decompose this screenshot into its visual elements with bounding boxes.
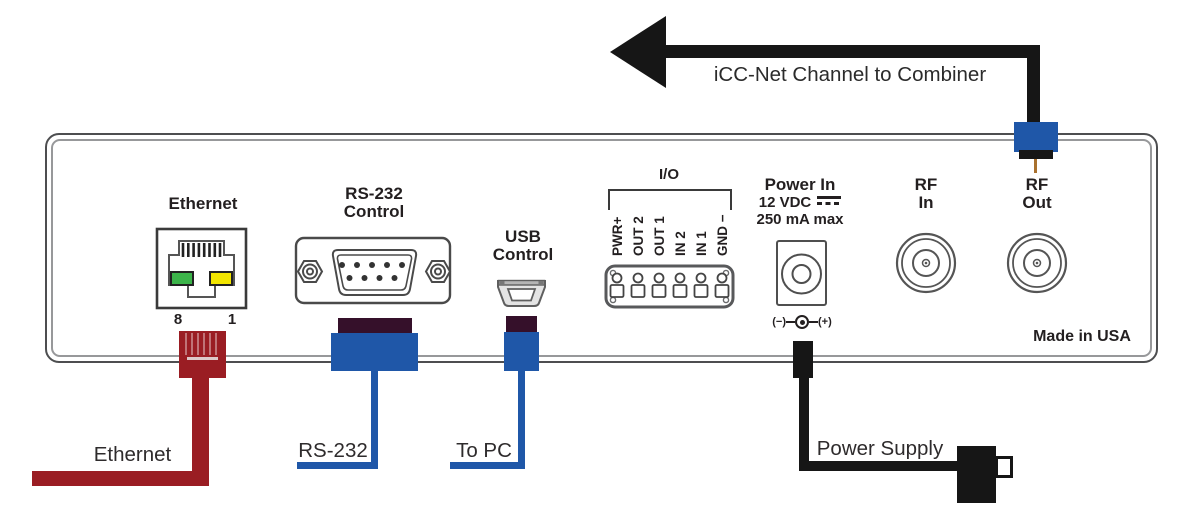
rs232-plug-hood (338, 318, 412, 334)
combiner-arrowhead-icon (610, 16, 666, 88)
combiner-arrow-label: iCC-Net Channel to Combiner (713, 63, 987, 86)
ethernet-plug-pins (185, 333, 220, 355)
usb-plug-hood (506, 316, 537, 333)
rs232-cable-horizontal (297, 462, 378, 469)
combiner-arrow-shaft (660, 45, 1040, 58)
io-terminal-block-icon (604, 264, 735, 309)
power-supply-prong (995, 456, 1013, 478)
power-supply-brick (957, 446, 996, 503)
io-pin-label-gnd: GND − (715, 214, 730, 256)
dc-barrel-jack-icon (776, 240, 827, 306)
usb-cable-vertical (518, 370, 525, 469)
dc-symbol-icon (817, 196, 842, 205)
rf-out-connector-pin (1034, 159, 1037, 173)
ethernet-cable-label: Ethernet (93, 443, 172, 466)
io-pin-label-in1: IN 1 (694, 231, 709, 256)
rj45-port-icon (155, 227, 248, 310)
rs232-cable-label: RS-232 (298, 439, 368, 462)
rf-in-title: RF In (914, 175, 938, 212)
rf-out-connector-base (1019, 150, 1053, 159)
io-pin-label-in2: IN 2 (673, 231, 688, 256)
made-in-usa-label: Made in USA (1033, 328, 1131, 345)
ethernet-pin1-label: 1 (227, 311, 237, 328)
ethernet-pin8-label: 8 (173, 311, 183, 328)
io-title: I/O (658, 166, 679, 183)
mini-usb-port-icon (497, 279, 546, 307)
usb-port-title: USB Control (492, 227, 554, 264)
ethernet-port-title: Ethernet (168, 194, 238, 213)
rf-in-coax-icon (895, 232, 957, 294)
power-plug (793, 341, 813, 378)
io-pin-label-out2: OUT 2 (631, 216, 646, 256)
io-bracket (608, 189, 732, 210)
rf-out-cable-connector (1014, 122, 1058, 152)
ethernet-cable-plug (179, 331, 226, 378)
device-panel-inner-outline (51, 139, 1152, 357)
ethernet-yellow-led (209, 271, 233, 286)
rf-out-title: RF Out (1022, 175, 1052, 212)
power-supply-label: Power Supply (816, 437, 944, 460)
power-voltage-line: 12 VDC (740, 194, 860, 211)
usb-plug-body (504, 332, 539, 371)
power-current-line: 250 mA max (756, 211, 844, 228)
power-cable-vertical (799, 376, 809, 471)
device-panel-outline (45, 133, 1158, 363)
rs232-plug-body (331, 333, 418, 371)
io-pin-label-pwr: PWR+ (610, 216, 625, 256)
polarity-symbol: (−)(+) (772, 315, 832, 329)
io-pin-label-out1: OUT 1 (652, 216, 667, 256)
usb-cable-label: To PC (456, 439, 512, 462)
power-cable-horizontal (799, 461, 961, 471)
polarity-center-icon (795, 315, 809, 329)
usb-cable-horizontal (450, 462, 525, 469)
rs232-port-title: RS-232 Control (343, 184, 405, 221)
db9-serial-port-icon (294, 236, 452, 305)
rs232-cable-vertical (371, 370, 378, 469)
power-in-title: Power In (764, 175, 836, 194)
combiner-arrow-drop (1027, 45, 1040, 125)
ethernet-plug-latch (187, 357, 218, 360)
ethernet-cable-vertical (192, 376, 209, 486)
rf-out-coax-icon (1006, 232, 1068, 294)
ethernet-cable-horizontal (32, 471, 209, 486)
ethernet-green-led (170, 271, 194, 286)
